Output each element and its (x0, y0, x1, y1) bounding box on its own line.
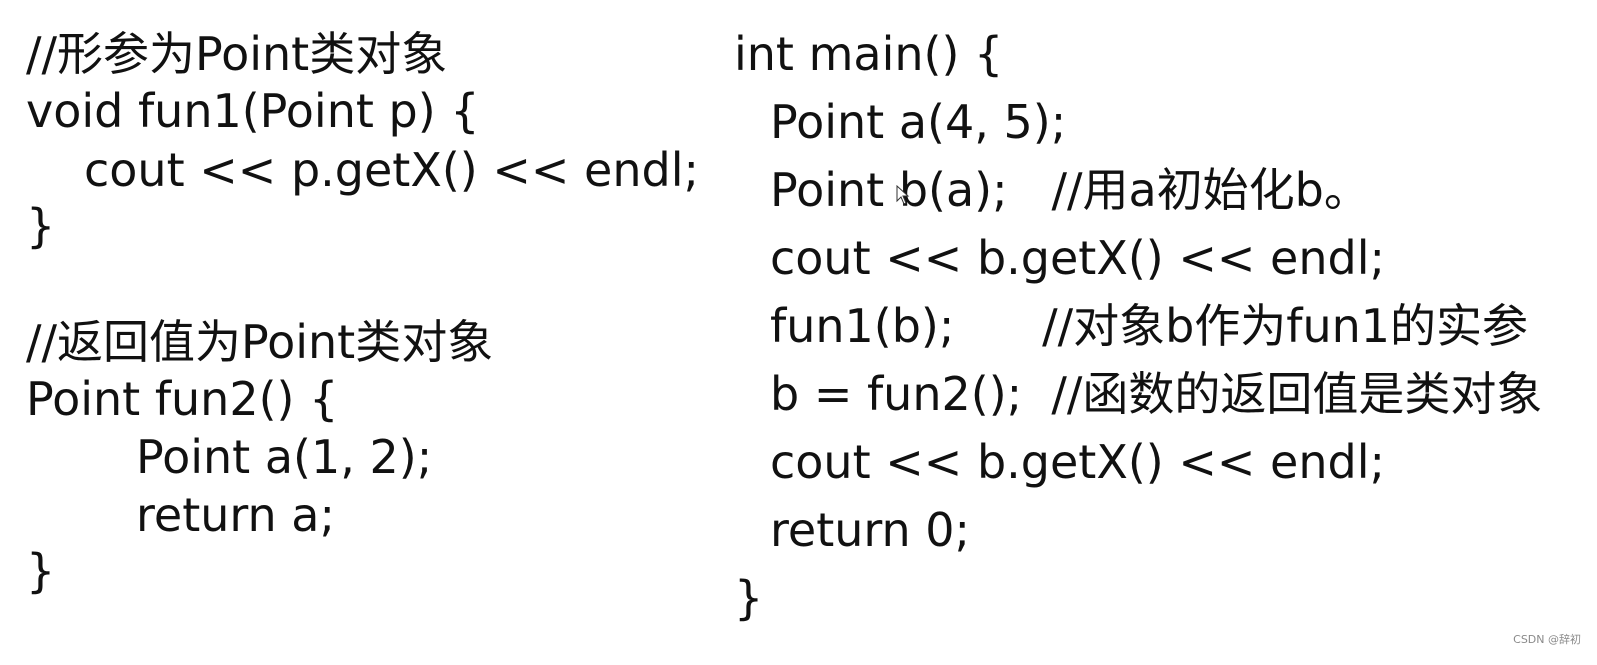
right-code-line-5: fun1(b); //对象b作为fun1的实参 (770, 299, 1529, 353)
left-code-line-5: //返回值为Point类对象 (26, 315, 494, 369)
left-code-line-7: Point a(1, 2); (136, 430, 433, 484)
mouse-pointer-icon (896, 185, 910, 205)
right-code-line-1: int main() { (734, 27, 1004, 81)
left-code-line-6: Point fun2() { (26, 372, 339, 426)
left-code-line-2: void fun1(Point p) { (26, 84, 480, 138)
left-code-line-4: } (26, 199, 56, 253)
right-code-line-8: return 0; (770, 503, 971, 557)
left-code-line-3: cout << p.getX() << endl; (84, 143, 699, 197)
watermark-text: CSDN @辞初 (1513, 633, 1581, 646)
left-code-line-9: } (26, 544, 56, 598)
right-code-line-2: Point a(4, 5); (770, 95, 1067, 149)
right-code-line-9: } (734, 571, 764, 625)
right-code-line-6: b = fun2(); //函数的返回值是类对象 (770, 367, 1543, 421)
left-code-line-8: return a; (136, 488, 335, 542)
right-code-line-4: cout << b.getX() << endl; (770, 231, 1385, 285)
left-code-line-1: //形参为Point类对象 (26, 27, 448, 81)
right-code-line-3: Point b(a); //用a初始化b。 (770, 163, 1370, 217)
right-code-line-7: cout << b.getX() << endl; (770, 435, 1385, 489)
